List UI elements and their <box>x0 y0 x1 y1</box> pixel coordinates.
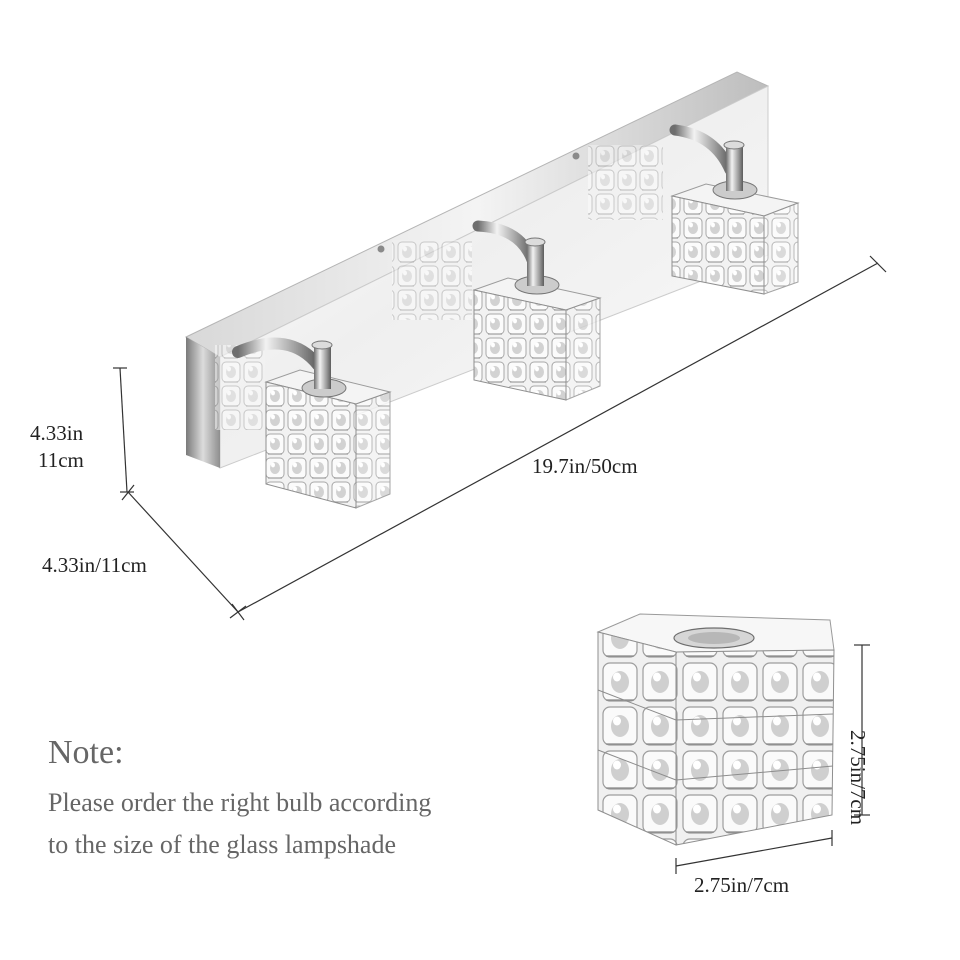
lampshade-dimension-lines <box>675 644 870 874</box>
shade-width-label: 2.75in/7cm <box>694 873 790 897</box>
dimension-lines <box>113 255 887 621</box>
width-label: 19.7in/50cm <box>532 454 638 478</box>
depth-label: 4.33in/11cm <box>42 553 147 577</box>
mounting-screw <box>377 245 385 253</box>
height-dimension-line <box>119 367 128 493</box>
note-line-2: to the size of the glass lampshade <box>48 830 397 859</box>
crystal-shade-left <box>232 337 392 509</box>
crystal-shade-middle <box>472 220 602 401</box>
height-label-in: 4.33in <box>30 421 84 445</box>
shade-width-dimension-line <box>675 837 833 867</box>
lampshade-detail <box>596 613 835 846</box>
depth-dimension-line <box>127 491 239 613</box>
note-title: Note: <box>48 734 124 771</box>
height-label-cm: 11cm <box>38 448 84 472</box>
mounting-screw <box>572 152 580 160</box>
shade-height-label: 2.75in/7cm <box>846 730 870 826</box>
plate-reflections <box>215 145 663 430</box>
width-dimension-line <box>237 262 879 613</box>
note-line-1: Please order the right bulb according <box>48 788 432 817</box>
crystal-shade-right <box>669 124 800 295</box>
chrome-arm <box>232 337 324 371</box>
